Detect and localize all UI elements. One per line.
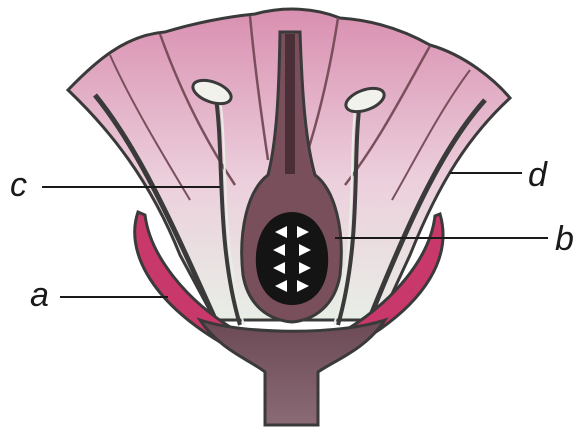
- label-d: d: [528, 156, 548, 194]
- style-canal: [285, 34, 295, 174]
- label-c: c: [10, 166, 27, 204]
- label-b: b: [555, 220, 574, 258]
- label-a: a: [30, 276, 49, 314]
- ovary: [256, 212, 328, 305]
- receptacle: [200, 320, 385, 425]
